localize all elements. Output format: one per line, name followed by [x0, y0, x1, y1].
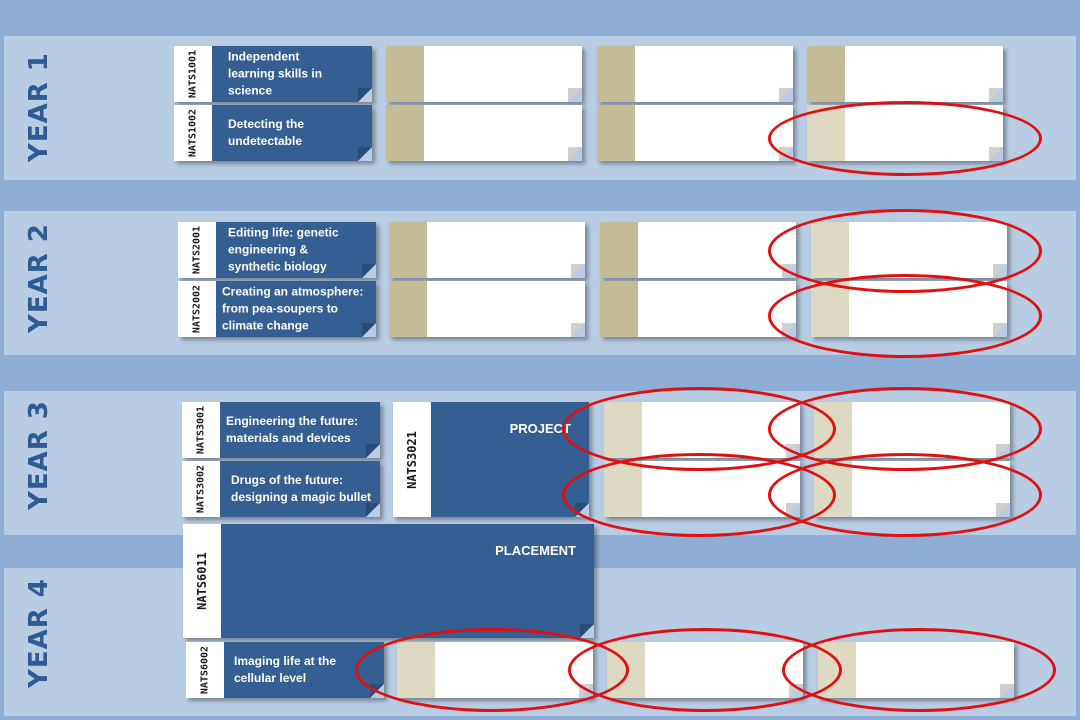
module-nats3021-project[interactable]: NATS3021 PROJECT — [393, 402, 589, 517]
module-slot-optional[interactable] — [604, 402, 800, 458]
module-slot[interactable] — [389, 281, 585, 337]
module-slot-optional[interactable] — [607, 642, 803, 698]
module-nats6011-placement[interactable]: NATS6011 PLACEMENT — [183, 524, 594, 638]
module-code: NATS3002 — [182, 461, 220, 517]
module-nats2001[interactable]: NATS2001 Editing life: genetic engineeri… — [178, 222, 376, 278]
module-nats2002[interactable]: NATS2002 Creating an atmosphere: from pe… — [178, 281, 376, 337]
page-curl — [366, 444, 380, 458]
module-slot-optional[interactable] — [814, 461, 1010, 517]
module-nats3001[interactable]: NATS3001 Engineering the future: materia… — [182, 402, 380, 458]
year-1-label: YEAR 1 — [24, 52, 54, 162]
module-title: Independent learning skills in science — [212, 46, 372, 102]
module-code: NATS6002 — [186, 642, 224, 698]
module-slot[interactable] — [386, 105, 582, 161]
page-curl — [358, 147, 372, 161]
module-code: NATS3001 — [182, 402, 220, 458]
module-code: NATS1001 — [174, 46, 212, 102]
page-curl — [362, 323, 376, 337]
module-slot[interactable] — [600, 222, 796, 278]
module-slot-optional[interactable] — [397, 642, 593, 698]
module-slot[interactable] — [389, 222, 585, 278]
year-2-label: YEAR 2 — [24, 223, 54, 333]
module-title: PLACEMENT — [221, 524, 594, 638]
module-title: Engineering the future: materials and de… — [220, 402, 380, 458]
module-slot[interactable] — [597, 46, 793, 102]
module-slot-optional[interactable] — [807, 105, 1003, 161]
page-curl — [362, 264, 376, 278]
module-title: Imaging life at the cellular level — [224, 642, 384, 698]
module-code: NATS2002 — [178, 281, 216, 337]
module-code: NATS3021 — [393, 402, 431, 517]
module-title: Drugs of the future: designing a magic b… — [220, 461, 380, 517]
module-slot-optional[interactable] — [818, 642, 1014, 698]
module-code: NATS2001 — [178, 222, 216, 278]
module-nats1002[interactable]: NATS1002 Detecting the undetectable — [174, 105, 372, 161]
module-code: NATS6011 — [183, 524, 221, 638]
module-title: Editing life: genetic engineering & synt… — [216, 222, 376, 278]
module-nats3002[interactable]: NATS3002 Drugs of the future: designing … — [182, 461, 380, 517]
module-nats1001[interactable]: NATS1001 Independent learning skills in … — [174, 46, 372, 102]
module-code: NATS1002 — [174, 105, 212, 161]
module-title: Creating an atmosphere: from pea-soupers… — [216, 281, 376, 337]
year-3-label: YEAR 3 — [24, 400, 54, 510]
module-slot[interactable] — [807, 46, 1003, 102]
module-slot-optional[interactable] — [814, 402, 1010, 458]
module-nats6002[interactable]: NATS6002 Imaging life at the cellular le… — [186, 642, 384, 698]
year-4-label: YEAR 4 — [24, 578, 54, 688]
page-curl — [580, 624, 594, 638]
module-slot[interactable] — [386, 46, 582, 102]
module-slot[interactable] — [597, 105, 793, 161]
module-slot-optional[interactable] — [604, 461, 800, 517]
page-curl — [575, 503, 589, 517]
module-slot[interactable] — [600, 281, 796, 337]
module-slot-optional[interactable] — [811, 222, 1007, 278]
page-curl — [370, 684, 384, 698]
module-title: Detecting the undetectable — [212, 105, 372, 161]
module-title: PROJECT — [431, 402, 589, 517]
page-curl — [358, 88, 372, 102]
page-curl — [366, 503, 380, 517]
module-slot-optional[interactable] — [811, 281, 1007, 337]
